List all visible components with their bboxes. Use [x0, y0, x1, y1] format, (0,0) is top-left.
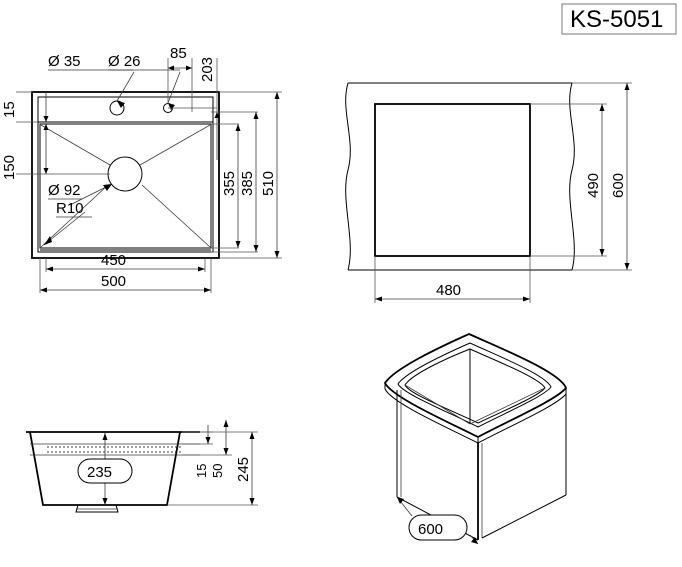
arrow-385-top	[253, 112, 259, 119]
view-section: 235 15 50 245	[26, 420, 258, 513]
arrow-sec15	[205, 437, 211, 444]
dim-cabinet-depth: 600	[610, 173, 627, 198]
arrow-600-bottom	[624, 263, 630, 270]
dim-basin-depth-inner: 355	[221, 171, 238, 196]
sink-rim-inner	[37, 96, 214, 253]
iso-interior-edge-right	[469, 387, 546, 425]
dim-cutout-depth: 490	[585, 173, 602, 198]
view-isometric: 600	[383, 333, 568, 545]
arrow-480-right	[523, 296, 530, 302]
arrow-iso600-right	[471, 537, 478, 544]
arrow-245-bottom	[249, 498, 255, 505]
arrow-600-top	[624, 83, 630, 90]
arrow-490-bottom	[599, 249, 605, 256]
iso-right-panel-bottom	[481, 494, 567, 539]
leader-arrow-dia92	[103, 184, 112, 191]
basin-slope-bl	[40, 184, 109, 248]
arrow-510-top	[274, 92, 280, 99]
leader-dia26	[167, 71, 181, 104]
arrow-500-right	[204, 287, 211, 293]
dim-rim-width: 15	[1, 101, 18, 118]
arrow-85-left	[168, 65, 174, 71]
dim-hole-center-depth: 150	[1, 155, 18, 180]
basin-slope-br	[141, 184, 211, 248]
leader-arrow-dia35	[117, 101, 125, 108]
arrow-500-left	[40, 287, 47, 293]
arrow-150-bottom	[43, 168, 49, 174]
break-line-left	[345, 82, 351, 271]
dim-overall-depth: 510	[260, 171, 277, 196]
dim-hole-small-dia: Ø 26	[108, 53, 141, 70]
dim-hole-row-depth: 203	[199, 57, 216, 82]
basin-slope-tr	[139, 124, 211, 166]
iso-cutout-inner	[404, 348, 546, 424]
arrow-203-top	[214, 112, 220, 118]
dim-basin-depth-outer: 385	[239, 171, 256, 196]
dim-ledge-depth: 50	[210, 464, 225, 478]
arrow-490-top	[599, 104, 605, 111]
view-top-plan: Ø 35 Ø 26 85 203 15	[1, 45, 282, 293]
break-line-right	[569, 82, 575, 271]
dim-corner-radius: R10	[56, 200, 84, 217]
iso-interior-edge-left	[404, 384, 471, 425]
arrow-385-bottom	[253, 245, 259, 252]
basin-outline	[39, 123, 212, 249]
dim-cabinet-width: 600	[418, 521, 443, 538]
arrow-245-top	[249, 432, 255, 439]
arrow-480-left	[375, 296, 382, 302]
arrow-355-bottom	[235, 241, 241, 248]
leader-dia35	[116, 71, 135, 102]
arrow-510-bottom	[274, 251, 280, 258]
dim-hole-offset: 85	[170, 45, 187, 62]
arrow-85-right	[186, 65, 192, 71]
arrow-355-top	[235, 124, 241, 131]
drain-circle	[107, 156, 143, 192]
arrow-450-right	[198, 266, 205, 272]
iso-cutout-outer	[397, 342, 552, 428]
callout-box-600	[408, 514, 468, 541]
arrow-150-top	[43, 124, 49, 130]
basin-slope-tl	[40, 124, 111, 166]
view-cutout-plan: 480 490 600	[345, 82, 632, 303]
sink-outer-outline	[31, 91, 220, 259]
arrow-235-bottom	[102, 498, 108, 505]
iso-countertop-thickness-left	[384, 382, 479, 444]
section-drain-boss	[75, 504, 119, 513]
arrow-450-left	[46, 266, 53, 272]
dim-drain-dia: Ø 92	[48, 182, 81, 199]
arrow-sec50-bottom	[223, 448, 229, 455]
cutout-rectangle	[374, 103, 531, 257]
arrow-iso600-left	[397, 497, 404, 504]
dim-overall-height: 245	[235, 457, 252, 482]
arrow-235-top	[102, 433, 108, 440]
arrow-15-bottom	[43, 116, 49, 122]
dim-cutout-width: 480	[436, 282, 461, 299]
leader-arrow-r10	[44, 236, 52, 245]
arrow-sec50-top	[223, 420, 229, 427]
callout-box-235	[77, 458, 133, 484]
dim-rim-thickness: 15	[194, 464, 209, 478]
dim-overall-width: 500	[101, 273, 126, 290]
title-block: KS-5051	[561, 3, 677, 35]
dim-hole-large-dia: Ø 35	[48, 53, 81, 70]
leader-arrow-dia26	[168, 103, 175, 110]
dim-basin-width-bottom: 235	[87, 464, 112, 481]
drawing-number: KS-5051	[570, 6, 663, 33]
dim-basin-width: 450	[101, 252, 126, 269]
